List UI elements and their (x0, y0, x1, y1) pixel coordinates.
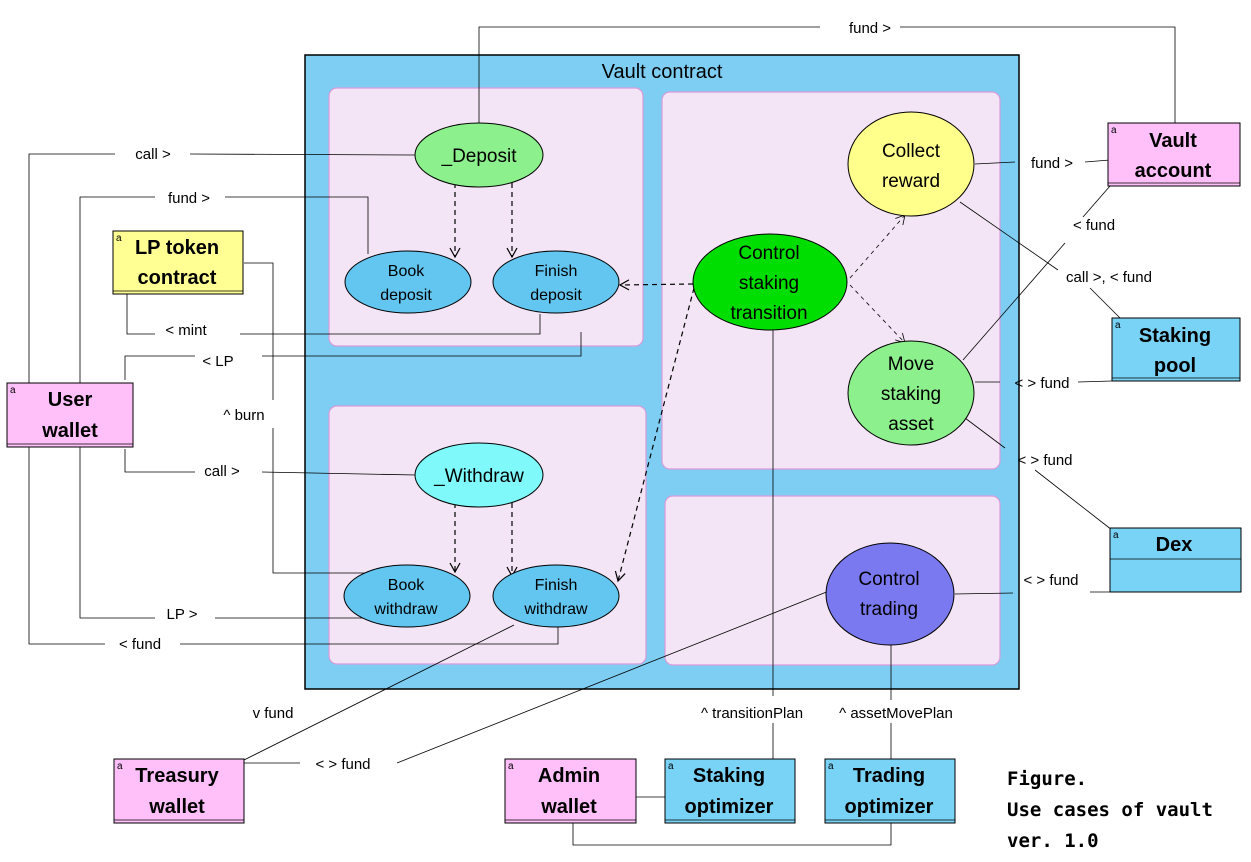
book-withdraw-line-2: withdraw (373, 601, 438, 618)
label-fund-collect: fund > (1031, 155, 1073, 172)
label-fund-book-deposit: fund > (168, 190, 210, 207)
caption-line-1: Figure. (1007, 768, 1087, 790)
trading-optimizer-line-2: optimizer (845, 796, 934, 818)
book-withdraw-use-case[interactable]: Book withdraw (343, 564, 471, 628)
label-call-deposit: call > (135, 146, 171, 163)
withdraw-label: _Withdraw (433, 466, 524, 487)
finish-withdraw-use-case[interactable]: Finish withdraw (492, 564, 620, 628)
user-wallet-line-2: wallet (41, 420, 98, 442)
book-deposit-line-2: deposit (380, 287, 432, 304)
treasury-wallet-actor[interactable]: a Treasury wallet (113, 758, 245, 824)
label-fund-move-staking: < > fund (1014, 375, 1069, 392)
label-asset-move-plan: ^ assetMovePlan (839, 705, 953, 722)
vault-account-actor[interactable]: a Vault account (1107, 122, 1241, 187)
book-withdraw-line-1: Book (388, 577, 425, 594)
vault-account-line-2: account (1135, 160, 1212, 182)
move-staking-line-3: asset (888, 414, 934, 435)
caption-line-3: ver. 1.0 (1007, 830, 1099, 852)
label-fund-vault-back: < fund (1073, 217, 1115, 234)
finish-deposit-line-2: deposit (530, 287, 582, 304)
user-wallet-actor[interactable]: a User wallet (6, 382, 134, 448)
control-staking-line-2: staking (739, 273, 799, 294)
label-fund-trading-dex: < > fund (1023, 572, 1078, 589)
dex-label: Dex (1156, 534, 1193, 556)
deposit-use-case[interactable]: _Deposit (414, 122, 544, 188)
control-trading-line-1: Control (858, 569, 919, 590)
staking-optimizer-actor[interactable]: a Staking optimizer (664, 758, 796, 824)
label-call-fund-staking: call >, < fund (1066, 269, 1152, 286)
stereotype-marker: a (1115, 320, 1121, 331)
label-burn: ^ burn (223, 407, 264, 424)
caption-line-2: Use cases of vault (1007, 799, 1213, 821)
vault-title: Vault contract (602, 61, 723, 83)
treasury-wallet-line-2: wallet (148, 796, 205, 818)
move-staking-line-2: staking (881, 384, 941, 405)
include-arrows (449, 183, 906, 583)
stereotype-marker: a (1113, 530, 1119, 541)
lp-token-line-1: LP token (135, 237, 219, 259)
lp-token-line-2: contract (138, 267, 217, 289)
staking-optimizer-line-2: optimizer (685, 796, 774, 818)
stereotype-marker: a (116, 233, 122, 244)
staking-pool-line-1: Staking (1139, 325, 1211, 347)
collect-reward-use-case[interactable]: Collect reward (847, 111, 975, 217)
admin-wallet-actor[interactable]: a Admin wallet (504, 758, 637, 824)
stereotype-marker: a (1111, 125, 1117, 136)
label-fund-top: fund > (849, 20, 891, 37)
deposit-label: _Deposit (441, 146, 518, 167)
control-trading-use-case[interactable]: Control trading (825, 542, 955, 646)
control-staking-line-3: transition (730, 303, 807, 324)
control-trading-line-2: trading (860, 599, 918, 620)
trading-optimizer-line-1: Trading (853, 765, 925, 787)
admin-wallet-line-1: Admin (538, 765, 600, 787)
vault-account-line-1: Vault (1149, 130, 1197, 152)
label-lp-in: < LP (202, 353, 233, 370)
label-mint: < mint (165, 322, 207, 339)
book-deposit-use-case[interactable]: Book deposit (344, 250, 472, 314)
finish-deposit-line-1: Finish (535, 263, 578, 280)
move-staking-line-1: Move (888, 354, 934, 375)
lp-token-contract-actor[interactable]: a LP token contract (112, 230, 244, 295)
admin-wallet-line-2: wallet (540, 796, 597, 818)
label-fund-treasury-v: v fund (253, 705, 294, 722)
finish-withdraw-line-2: withdraw (523, 601, 588, 618)
staking-pool-line-2: pool (1154, 355, 1196, 377)
staking-optimizer-line-1: Staking (693, 765, 765, 787)
connector-labels: fund > call > fund > < mint < LP ^ burn … (119, 20, 1152, 773)
dex-actor[interactable]: a Dex (1109, 527, 1242, 593)
finish-deposit-use-case[interactable]: Finish deposit (492, 250, 620, 314)
label-lp-out: LP > (166, 606, 197, 623)
stereotype-marker: a (508, 761, 514, 772)
stereotype-marker: a (117, 761, 123, 772)
treasury-wallet-line-1: Treasury (135, 765, 219, 787)
label-call-withdraw: call > (204, 463, 240, 480)
book-deposit-line-1: Book (388, 263, 425, 280)
user-wallet-line-1: User (48, 389, 93, 411)
move-staking-asset-use-case[interactable]: Move staking asset (847, 340, 975, 446)
collect-reward-line-2: reward (882, 171, 940, 192)
trading-optimizer-actor[interactable]: a Trading optimizer (824, 758, 956, 824)
stereotype-marker: a (668, 761, 674, 772)
label-fund-treasury-trading: < > fund (315, 756, 370, 773)
connectors (28, 26, 1176, 846)
control-staking-line-1: Control (738, 243, 799, 264)
label-fund-out: < fund (119, 636, 161, 653)
control-staking-transition-use-case[interactable]: Control staking transition (692, 233, 848, 331)
finish-withdraw-line-1: Finish (535, 577, 578, 594)
label-transition-plan: ^ transitionPlan (701, 705, 803, 722)
staking-pool-actor[interactable]: a Staking pool (1111, 317, 1241, 382)
label-fund-move-dex: < > fund (1017, 452, 1072, 469)
stereotype-marker: a (10, 385, 16, 396)
collect-reward-line-1: Collect (882, 141, 941, 162)
figure-caption: Figure. Use cases of vault ver. 1.0 (1007, 768, 1213, 852)
stereotype-marker: a (828, 761, 834, 772)
withdraw-use-case[interactable]: _Withdraw (414, 442, 544, 508)
